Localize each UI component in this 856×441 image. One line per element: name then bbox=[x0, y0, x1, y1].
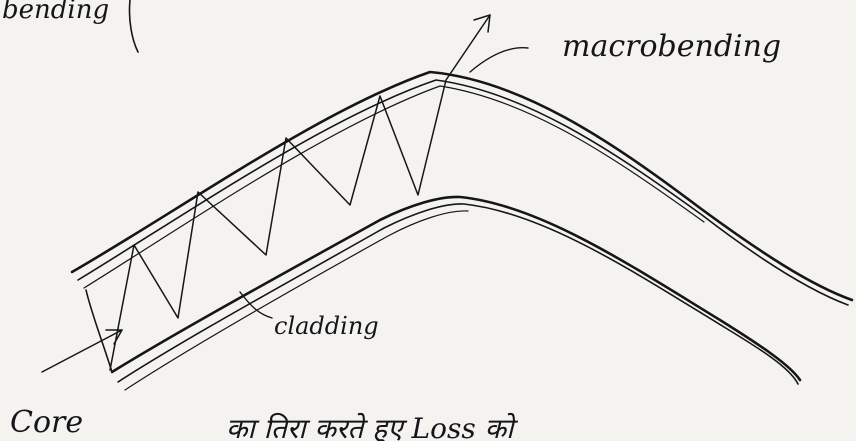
macrobending-label: macrobending bbox=[562, 29, 781, 64]
fiber-left-end bbox=[86, 290, 112, 372]
top-fragment-label: bending bbox=[2, 0, 109, 25]
cladding-label: cladding bbox=[274, 312, 379, 340]
inner-cladding-boundary bbox=[112, 197, 800, 390]
core-label: Core bbox=[10, 405, 83, 440]
bottom-handwritten-text: का तिरा करते हुए Loss को bbox=[226, 412, 518, 441]
macrobending-leader bbox=[470, 48, 528, 72]
top-corner-mark bbox=[129, 0, 138, 52]
outer-cladding-boundary bbox=[72, 72, 852, 305]
